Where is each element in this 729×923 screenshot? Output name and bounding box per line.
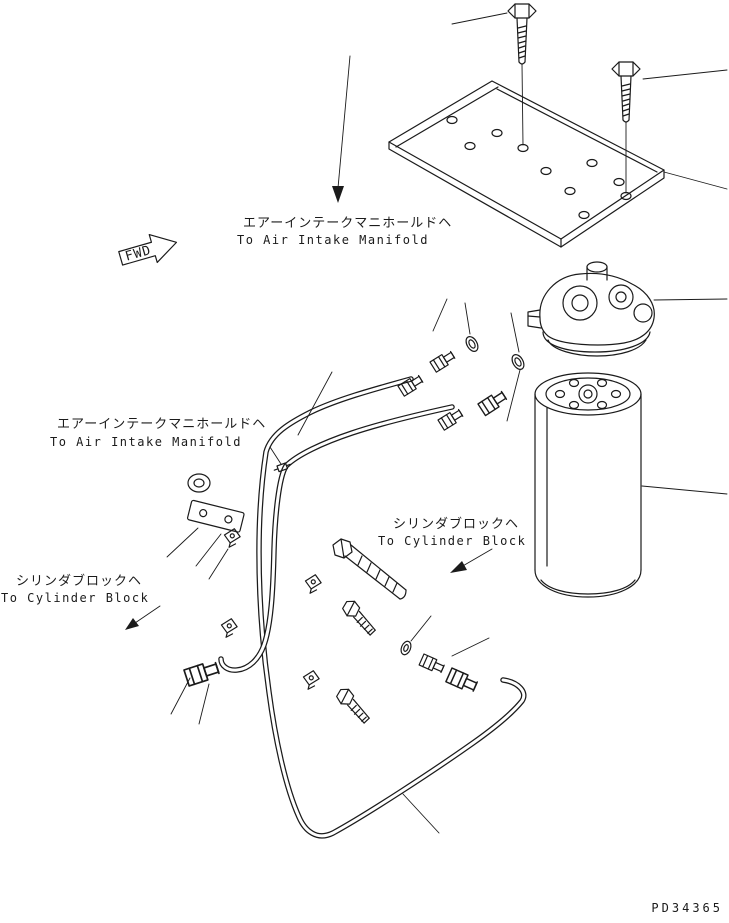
washer-upper-1 <box>465 336 479 352</box>
mounting-bolt-1 <box>507 3 537 65</box>
drawing-part-number: PD34365 <box>651 901 723 915</box>
fuel-filter-cartridge <box>534 372 642 598</box>
connector-fitting-lower <box>418 653 446 675</box>
arrow-cylinder-block-left <box>125 605 161 630</box>
leader-lines <box>166 12 728 834</box>
arrow-air-intake-top <box>332 186 344 203</box>
label-cylinder-block-left-en: To Cylinder Block <box>1 591 150 605</box>
connector-fitting-upper <box>477 388 509 417</box>
label-air-intake-left-jp: エアーインテークマニホールドヘ <box>57 417 267 432</box>
label-cylinder-block-right-en: To Cylinder Block <box>378 534 527 548</box>
clamp-bolt-long <box>332 538 407 600</box>
label-air-intake-left-en: To Air Intake Manifold <box>50 435 242 449</box>
pipe-clamp-2 <box>303 573 324 595</box>
sleeve-fitting-lower <box>445 667 480 695</box>
fwd-arrow: FWD <box>118 233 178 266</box>
fuel-pipe-short <box>218 404 455 673</box>
mounting-plate <box>388 80 665 248</box>
pipe-clamp-3 <box>219 617 240 639</box>
washer-upper-2 <box>511 354 525 370</box>
elbow-fitting-left <box>183 659 221 687</box>
fuel-pipe-long <box>256 376 527 839</box>
pipe-clip <box>273 462 291 473</box>
mounting-bolt-2 <box>611 61 641 123</box>
clamp-bolt-2 <box>338 597 382 637</box>
fwd-label: FWD <box>124 243 154 265</box>
filter-head <box>527 261 655 357</box>
washer-lower <box>400 640 412 656</box>
arrow-cylinder-block-right <box>450 548 493 573</box>
pipe-clamp-4 <box>301 669 322 691</box>
label-air-intake-top-jp: エアーインテークマニホールドヘ <box>243 216 453 231</box>
grommet <box>187 473 211 493</box>
banjo-fitting <box>429 349 457 373</box>
label-cylinder-block-right-jp: シリンダブロックヘ <box>393 517 520 532</box>
clamp-bolt-3 <box>332 685 376 725</box>
label-cylinder-block-left-jp: シリンダブロックヘ <box>16 574 143 589</box>
label-air-intake-top-en: To Air Intake Manifold <box>237 233 429 247</box>
bracket-plate <box>186 499 245 533</box>
